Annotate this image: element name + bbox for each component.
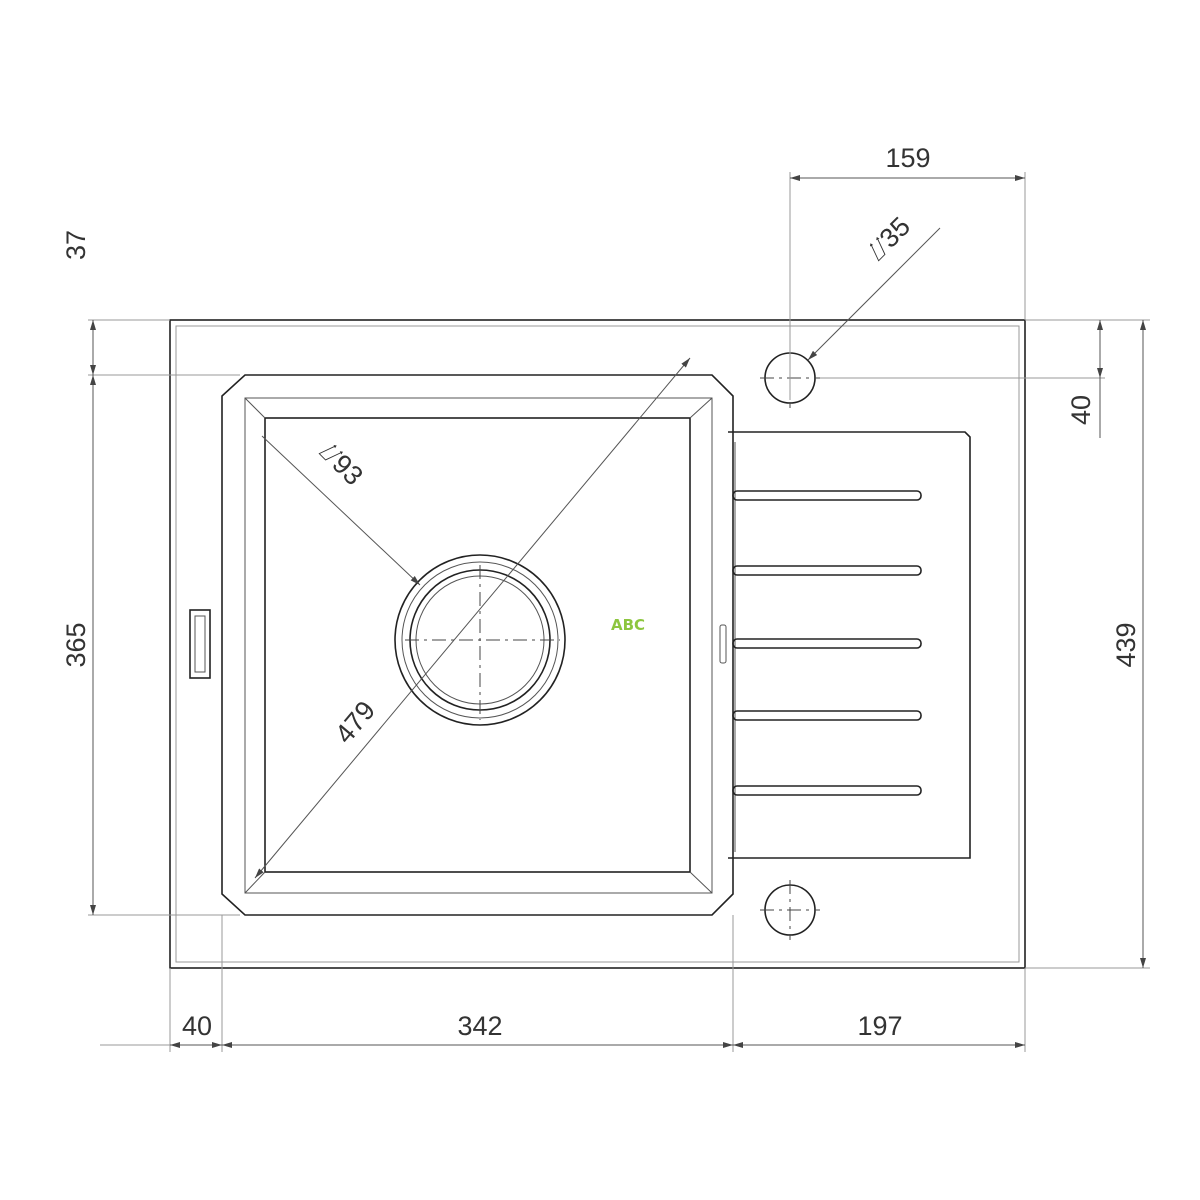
- dim-drain-diameter: ⌰93: [314, 436, 369, 491]
- dimension-lines: [90, 175, 1146, 1048]
- sink-outline: [169, 319, 1026, 969]
- drain: [394, 554, 566, 726]
- dim-159: 159: [885, 143, 930, 173]
- dim-40-vertical: 40: [1066, 395, 1096, 425]
- dim-tap-hole-diameter: ⌰35: [861, 211, 916, 266]
- extension-lines: [88, 172, 1150, 1052]
- dim-37: 37: [61, 230, 91, 260]
- drainboard-ribs: [732, 490, 922, 796]
- watermark-logo: ABC: [611, 616, 645, 634]
- dim-342: 342: [457, 1011, 502, 1041]
- dim-197: 197: [857, 1011, 902, 1041]
- overflow-slot: [189, 609, 211, 679]
- dim-439: 439: [1111, 622, 1141, 667]
- dim-479: 479: [329, 695, 381, 749]
- dim-40-horizontal: 40: [182, 1011, 212, 1041]
- tap-hole-bottom: [760, 880, 820, 940]
- drainboard: [719, 431, 971, 859]
- bowl: [221, 374, 734, 916]
- dim-365: 365: [61, 622, 91, 667]
